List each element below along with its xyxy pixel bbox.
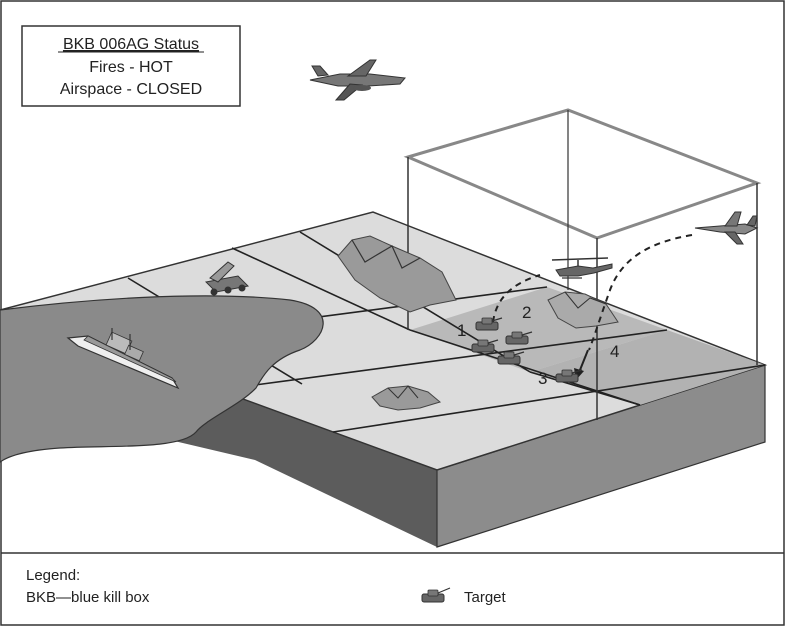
tank-icon xyxy=(505,331,533,345)
attack-helicopter-icon xyxy=(551,257,613,279)
fighter-attack-path xyxy=(588,234,693,351)
subsector-label-4: 4 xyxy=(610,342,619,361)
subsector-label-2: 2 xyxy=(522,303,531,322)
subsector-label-3: 3 xyxy=(538,369,547,388)
rocket-launcher-truck-icon xyxy=(204,261,250,296)
bomber-aircraft-icon xyxy=(309,59,406,101)
fighter-jet-icon xyxy=(694,211,759,245)
status-box-border xyxy=(21,25,241,107)
grid-line xyxy=(332,364,766,433)
mountain-icon xyxy=(337,235,457,313)
legend-heading: Legend: xyxy=(26,567,80,584)
grid-line xyxy=(231,247,411,331)
legend-target-label: Target xyxy=(464,589,507,606)
tank-icon xyxy=(497,351,525,365)
attack-paths xyxy=(492,234,693,351)
tank-icon xyxy=(555,369,583,383)
legend-tank-icon xyxy=(421,587,451,603)
killbox-cell-4 xyxy=(530,330,765,405)
tank-icon xyxy=(471,339,499,353)
status-fires: Fires - HOT xyxy=(89,59,173,76)
status-box: BKB 006AG Status Fires - HOT Airspace - … xyxy=(21,25,241,107)
legend: Legend: BKB—blue kill box Target xyxy=(26,567,507,606)
grid-line xyxy=(254,329,668,386)
grid-line xyxy=(529,371,641,406)
target-group xyxy=(471,317,583,383)
status-airspace: Airspace - CLOSED xyxy=(60,81,202,98)
mountain-icon xyxy=(371,385,442,411)
warship-icon xyxy=(66,328,180,390)
killbox-volume xyxy=(403,108,762,420)
grid-line xyxy=(409,329,641,406)
legend-bkb: BKB—blue kill box xyxy=(26,589,150,606)
subsector-label-1: 1 xyxy=(457,321,466,340)
tank-icon xyxy=(475,317,503,331)
status-title: BKB 006AG Status xyxy=(63,36,199,53)
